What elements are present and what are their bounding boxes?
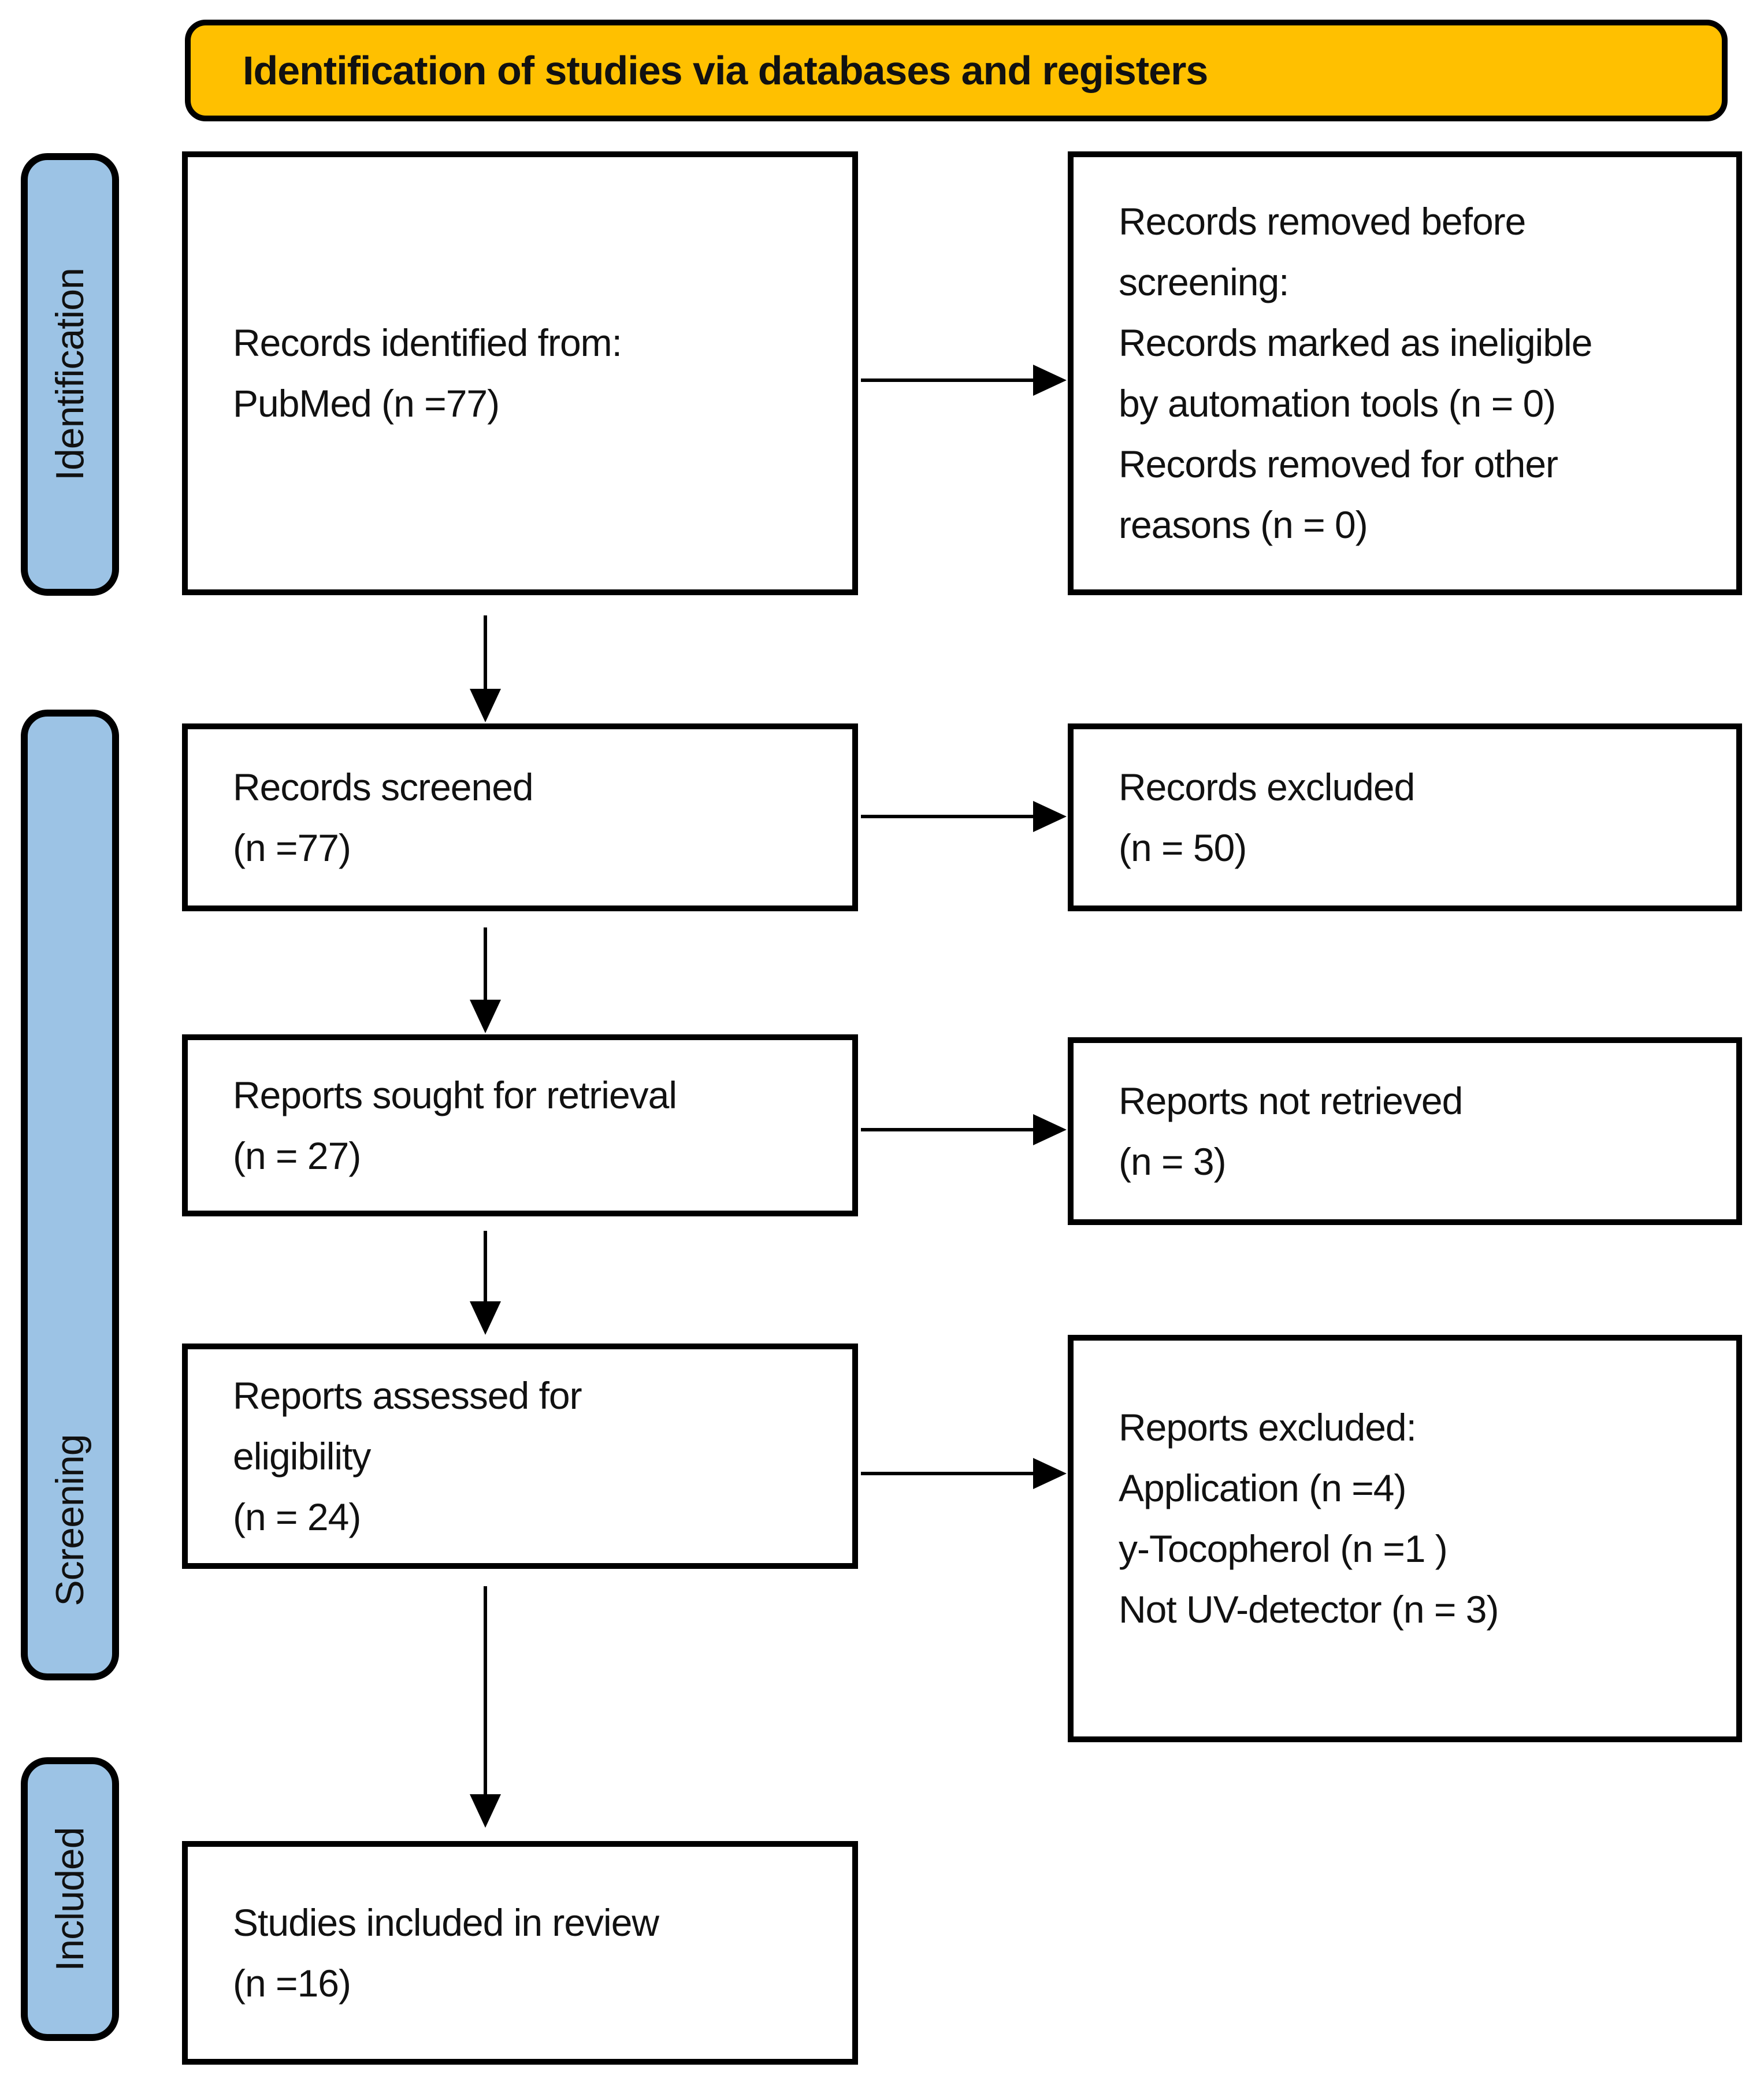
box-reports-excluded: Reports excluded: Application (n =4) y-T… [1068, 1335, 1742, 1742]
arrow-assessed-to-included-line [484, 1586, 487, 1797]
arrow-assessed-to-reports-excluded-line [861, 1472, 1033, 1475]
arrow-assessed-to-included-head [470, 1794, 501, 1828]
stage-identification: Identification [21, 153, 119, 596]
box-reports-assessed-text: Reports assessed for eligibility (n = 24… [233, 1374, 582, 1538]
stage-screening-label: Screening [48, 1434, 92, 1606]
arrow-sought-to-not-retrieved-head [1033, 1114, 1067, 1145]
box-reports-sought: Reports sought for retrieval (n = 27) [182, 1034, 858, 1216]
box-reports-assessed: Reports assessed for eligibility (n = 24… [182, 1344, 858, 1569]
arrow-screened-to-sought-head [470, 1000, 501, 1033]
box-records-excluded-text: Records excluded (n = 50) [1119, 765, 1415, 869]
banner-title: Identification of studies via databases … [243, 48, 1208, 93]
arrow-assessed-to-reports-excluded-head [1033, 1458, 1067, 1489]
box-reports-not-retrieved: Reports not retrieved (n = 3) [1068, 1037, 1742, 1225]
arrow-sought-to-assessed-line [484, 1231, 487, 1303]
arrow-identified-to-removed-head [1033, 365, 1067, 396]
box-reports-sought-text: Reports sought for retrieval (n = 27) [233, 1073, 677, 1177]
box-reports-not-retrieved-text: Reports not retrieved (n = 3) [1119, 1079, 1463, 1183]
stage-screening: Screening [21, 710, 119, 1680]
arrow-screened-to-excluded-head [1033, 801, 1067, 832]
arrow-screened-to-sought-line [484, 927, 487, 1001]
box-records-removed-before-screening: Records removed before screening: Record… [1068, 151, 1742, 595]
box-studies-included-text: Studies included in review (n =16) [233, 1901, 659, 2005]
banner: Identification of studies via databases … [185, 20, 1728, 121]
stage-included-label: Included [48, 1827, 92, 1972]
arrow-screened-to-excluded-line [861, 815, 1033, 818]
stage-included: Included [21, 1757, 119, 2041]
box-studies-included: Studies included in review (n =16) [182, 1841, 858, 2065]
box-records-identified: Records identified from: PubMed (n =77) [182, 151, 858, 595]
box-records-identified-text: Records identified from: PubMed (n =77) [233, 321, 622, 425]
box-records-excluded: Records excluded (n = 50) [1068, 723, 1742, 911]
box-reports-excluded-text: Reports excluded: Application (n =4) y-T… [1119, 1405, 1499, 1631]
arrow-identified-to-screened-head [470, 689, 501, 722]
box-records-screened: Records screened (n =77) [182, 723, 858, 911]
arrow-identified-to-removed-line [861, 378, 1033, 382]
arrow-sought-to-assessed-head [470, 1301, 501, 1335]
box-records-removed-before-screening-text: Records removed before screening: Record… [1119, 200, 1592, 546]
arrow-identified-to-screened-line [484, 615, 487, 697]
box-records-screened-text: Records screened (n =77) [233, 765, 534, 869]
arrow-sought-to-not-retrieved-line [861, 1128, 1033, 1131]
stage-identification-label: Identification [48, 268, 92, 481]
